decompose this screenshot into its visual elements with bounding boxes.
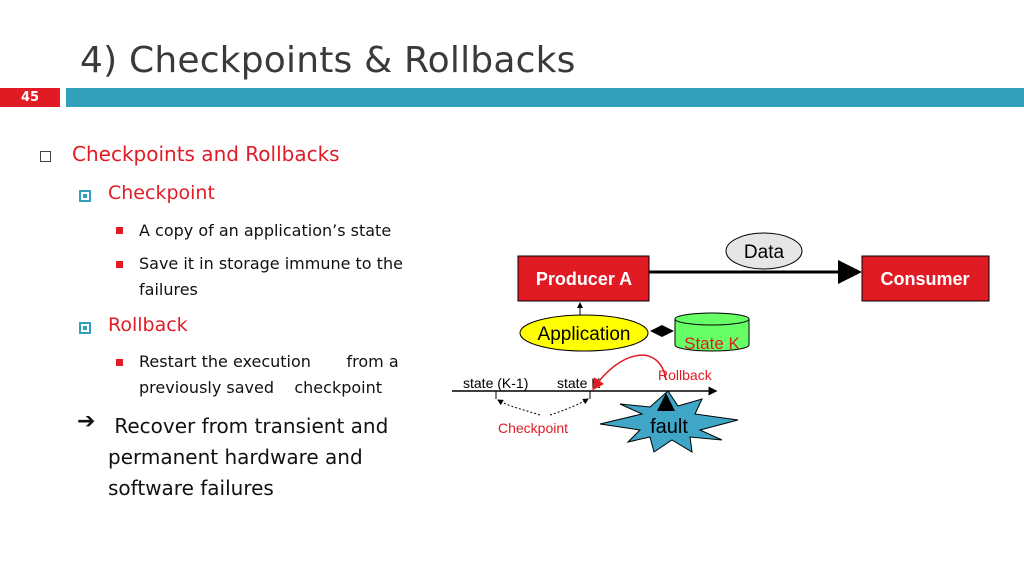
bullet-square-teal-icon	[79, 190, 91, 202]
fault-burst-icon	[599, 390, 739, 453]
consumer-label: Consumer	[880, 269, 969, 289]
right-arrow-icon: ➔	[77, 409, 96, 434]
bullet-red-square-icon	[116, 359, 123, 366]
rollback-item: Restart the execution from a	[139, 352, 399, 371]
title-bar	[66, 88, 1024, 107]
conclusion-line: software failures	[108, 476, 274, 500]
checkpoint-item: A copy of an application’s state	[139, 221, 392, 240]
slide-title: 4) Checkpoints & Rollbacks	[80, 40, 576, 81]
data-bubble	[725, 232, 803, 270]
bullet-square-outline-icon	[40, 151, 51, 162]
bullet-red-square-icon	[116, 227, 123, 234]
rollback-diagram-label: Rollback	[658, 367, 713, 383]
bullet-heading: Checkpoints and Rollbacks	[72, 142, 340, 166]
checkpoint-item: Save it in storage immune to the	[139, 254, 403, 273]
slide-number: 45	[0, 88, 60, 107]
state-store-label: State K	[684, 334, 740, 353]
consumer-box	[861, 255, 990, 302]
checkpoint-item-cont: failures	[139, 280, 198, 299]
state-store-top	[674, 312, 750, 326]
producer-label: Producer A	[536, 269, 632, 289]
checkpoint-diagram-label: Checkpoint	[498, 420, 568, 436]
fault-label: fault	[650, 416, 688, 438]
checkpoint-arrow-prev	[497, 399, 541, 416]
state-store-cylinder	[674, 319, 750, 352]
data-label: Data	[744, 242, 785, 263]
checkpoint-label: Checkpoint	[108, 182, 215, 204]
checkpoint-arrow-k	[549, 398, 589, 416]
bullet-red-square-icon	[116, 261, 123, 268]
rollback-label: Rollback	[108, 314, 188, 336]
state-prev-label: state (K-1)	[463, 375, 528, 391]
state-k-label: state K	[557, 375, 601, 391]
rollback-arrow	[592, 354, 667, 391]
conclusion-text: Recover from transient and permanent har…	[108, 411, 388, 504]
bullet-square-teal-icon	[79, 322, 91, 334]
rollback-item-cont: previously saved checkpoint	[139, 378, 383, 397]
conclusion-line: permanent hardware and	[108, 445, 363, 469]
producer-box	[517, 255, 650, 302]
conclusion-line: Recover from transient and	[108, 414, 389, 438]
application-label: Application	[538, 324, 631, 345]
application-ellipse	[519, 314, 649, 352]
